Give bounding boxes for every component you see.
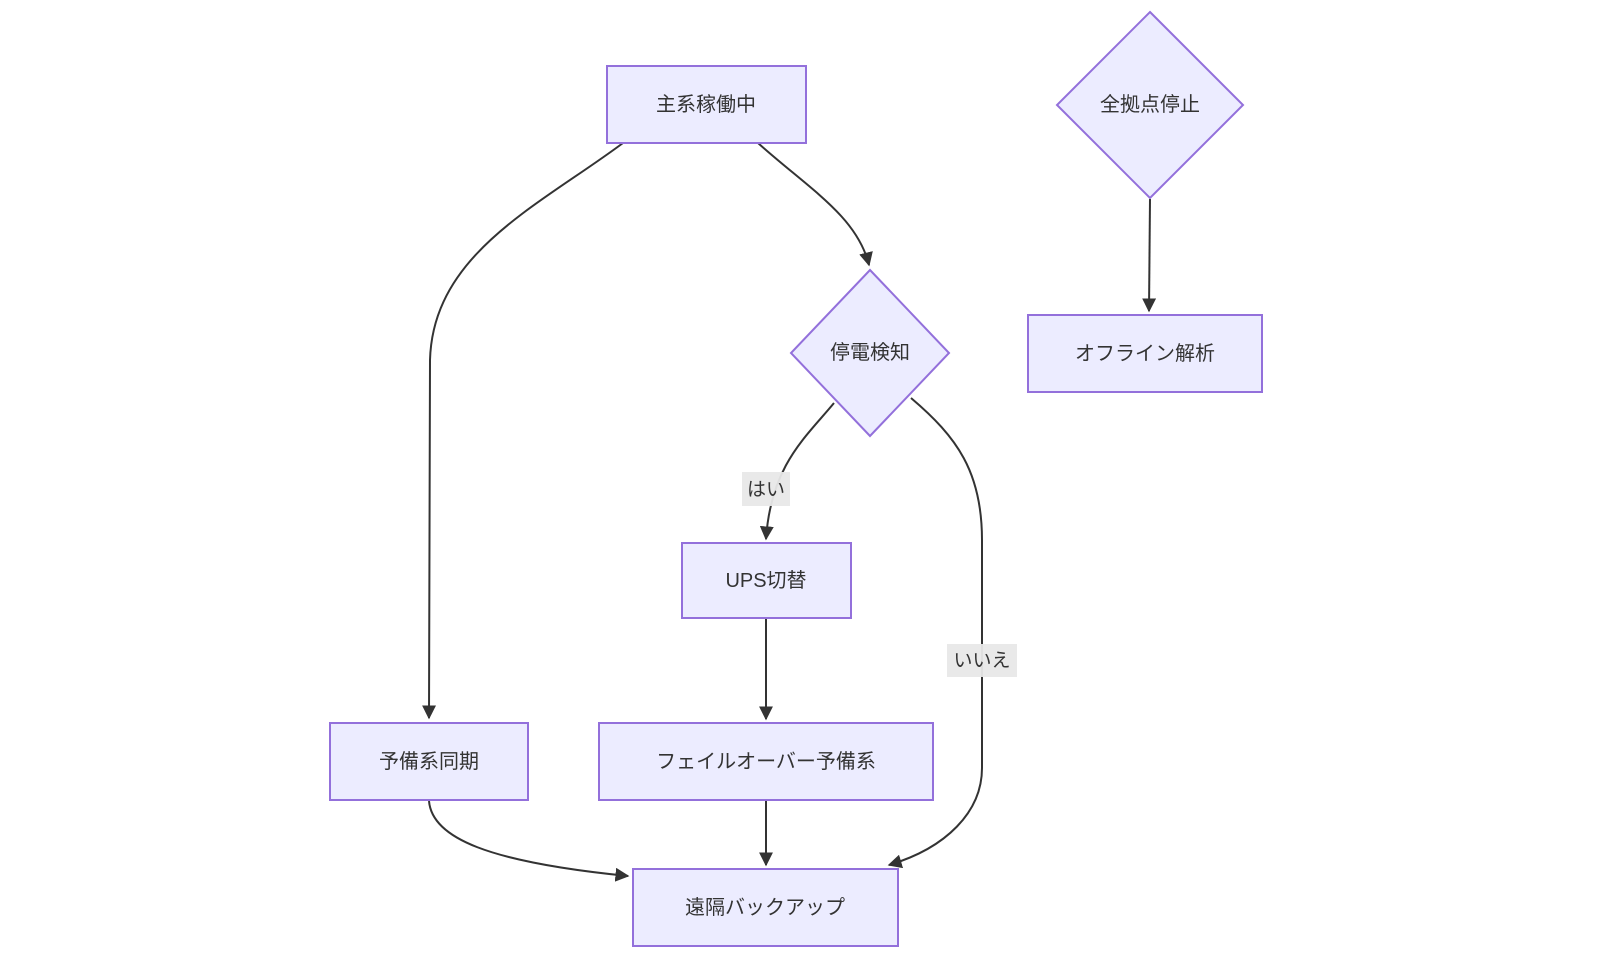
- node-failover-standby-shape: [598, 722, 934, 801]
- edge-label-no-bg: [947, 644, 1017, 677]
- edge-outage-to-ups: [759, 402, 835, 541]
- node-standby-sync-label: 予備系同期: [379, 750, 479, 773]
- node-failover-standby-label: フェイルオーバー予備系: [656, 750, 876, 773]
- node-all-sites-down: 全拠点停止: [1055, 10, 1245, 200]
- edge-layer: [422, 142, 1157, 882]
- node-power-outage-check-shape: [789, 268, 951, 438]
- edge-outage-to-backup: [887, 397, 983, 869]
- node-offline-analysis-label: オフライン解析: [1075, 342, 1215, 365]
- edge-label-no: いいえ: [947, 644, 1017, 677]
- node-standby-sync-shape: [329, 722, 529, 801]
- edge-label-no-text: いいえ: [953, 651, 1010, 672]
- node-standby-sync: 予備系同期: [329, 722, 529, 801]
- edge-main-to-outage: [757, 142, 873, 267]
- node-remote-backup: 遠隔バックアップ: [632, 868, 899, 947]
- node-remote-backup-shape: [632, 868, 899, 947]
- node-offline-analysis: オフライン解析: [1027, 314, 1263, 393]
- edge-main-to-sync: [422, 142, 624, 720]
- node-remote-backup-label: 遠隔バックアップ: [685, 896, 845, 919]
- node-offline-analysis-shape: [1027, 314, 1263, 393]
- node-main-running: 主系稼働中: [606, 65, 807, 144]
- node-power-outage-check: 停電検知: [789, 268, 951, 438]
- edge-alldown-to-offline: [1142, 198, 1157, 313]
- edge-sync-to-backup: [428, 800, 630, 882]
- edge-label-yes: はい: [742, 472, 790, 506]
- node-ups-switch: UPS切替: [681, 542, 852, 619]
- node-ups-switch-shape: [681, 542, 852, 619]
- edge-label-yes-bg: [742, 472, 790, 506]
- node-all-sites-down-label: 全拠点停止: [1100, 93, 1200, 116]
- node-power-outage-check-label: 停電検知: [830, 341, 910, 364]
- node-failover-standby: フェイルオーバー予備系: [598, 722, 934, 801]
- node-ups-switch-label: UPS切替: [725, 569, 806, 592]
- edge-label-yes-text: はい: [747, 480, 785, 501]
- node-main-running-label: 主系稼働中: [656, 93, 756, 116]
- node-all-sites-down-shape: [1055, 10, 1245, 200]
- node-main-running-shape: [606, 65, 807, 144]
